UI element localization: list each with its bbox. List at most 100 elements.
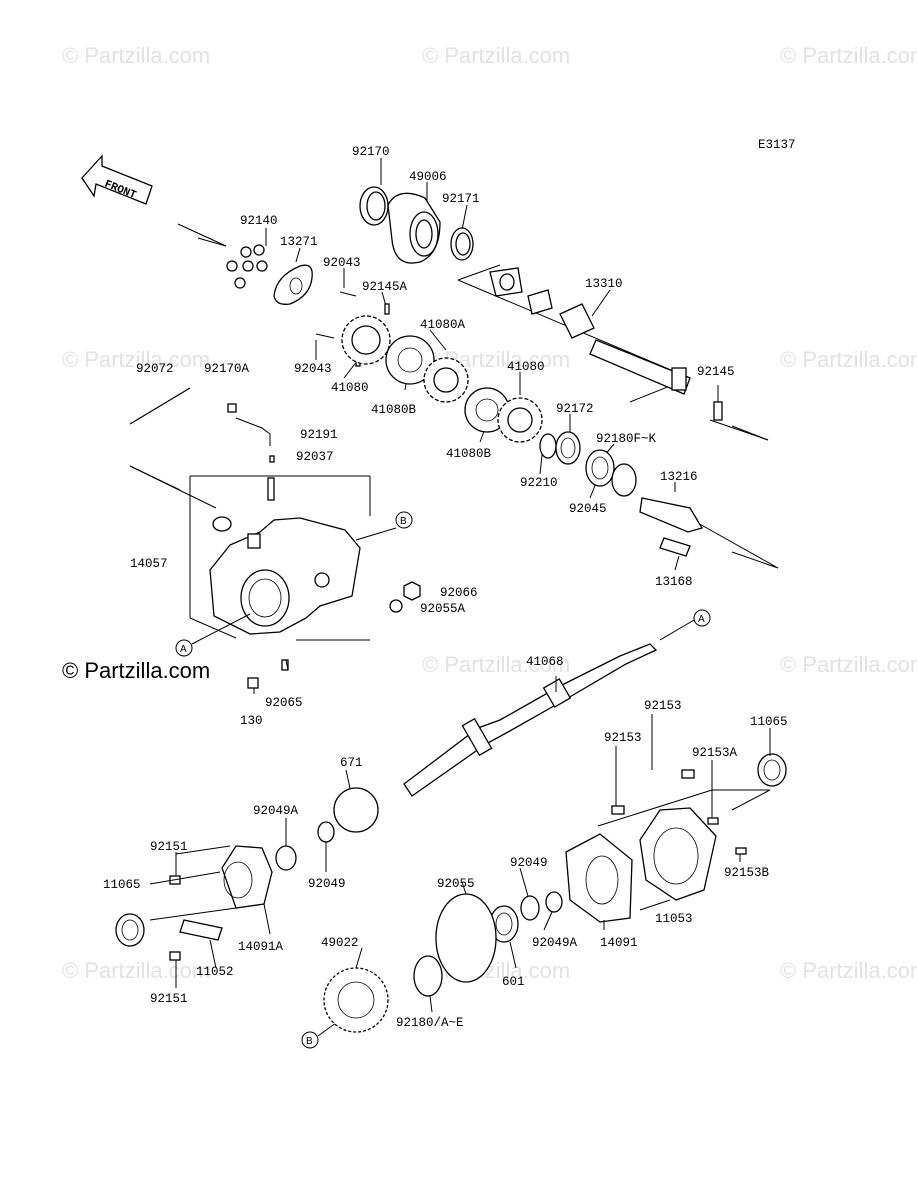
balls-92140 bbox=[226, 244, 268, 289]
bolt-92151 bbox=[169, 951, 181, 961]
part-label: 14057 bbox=[130, 557, 168, 571]
part-label: 92180F~K bbox=[596, 432, 657, 446]
tie-92072 bbox=[129, 387, 191, 425]
part-label: 92172 bbox=[556, 402, 594, 416]
stud-92037 bbox=[267, 477, 275, 501]
part-label: 92049 bbox=[510, 856, 548, 870]
ring-92210 bbox=[539, 433, 557, 459]
part-label: 14091 bbox=[600, 936, 638, 950]
part-label: 92140 bbox=[240, 214, 278, 228]
part-label: 41080B bbox=[446, 447, 492, 461]
part-label: 92049A bbox=[532, 936, 578, 950]
spacer-92172 bbox=[555, 431, 581, 465]
seal-11065 bbox=[757, 753, 787, 787]
part-label: 92055A bbox=[420, 602, 466, 616]
watermark: © Partzilla.com bbox=[422, 652, 570, 677]
watermark: © Partzilla.com bbox=[780, 958, 917, 983]
part-label: 92066 bbox=[440, 586, 478, 600]
shaft-13310 bbox=[489, 267, 691, 395]
part-label: 92065 bbox=[265, 696, 303, 710]
part-label: 92072 bbox=[136, 362, 174, 376]
part-label: 92153A bbox=[692, 746, 738, 760]
brand-logo-text: © Partzilla.com bbox=[62, 658, 210, 683]
bolt-92153A bbox=[707, 817, 719, 825]
bolt-92153 bbox=[611, 805, 625, 815]
housing-14091 bbox=[565, 833, 633, 923]
seal-92049A bbox=[275, 845, 297, 871]
part-label: 13310 bbox=[585, 277, 623, 291]
watermark: © Partzilla.com bbox=[422, 43, 570, 68]
seal-11065 bbox=[115, 913, 145, 947]
part-label: 92180/A~E bbox=[396, 1016, 464, 1030]
callouts: B A A B bbox=[175, 511, 711, 1049]
part-label: 92043 bbox=[323, 256, 361, 270]
bolt-92153 bbox=[681, 769, 695, 779]
part-label: 13271 bbox=[280, 235, 318, 249]
callout-a bbox=[693, 609, 711, 627]
nut-92066 bbox=[403, 581, 421, 601]
part-label: 13216 bbox=[660, 470, 698, 484]
watermark: © Partzilla.com bbox=[780, 347, 917, 372]
oring-92055 bbox=[435, 893, 497, 983]
part-label: 13168 bbox=[655, 575, 693, 589]
seal-92049 bbox=[520, 895, 540, 921]
pin-13168 bbox=[659, 537, 691, 557]
callout-label: B bbox=[400, 516, 407, 527]
boot-assembly bbox=[359, 186, 474, 264]
watermark: © Partzilla.com bbox=[62, 43, 210, 68]
callout-b bbox=[395, 511, 413, 529]
part-label: 41080B bbox=[371, 403, 417, 417]
part-label: 41068 bbox=[526, 655, 564, 669]
shim-92180AE bbox=[413, 955, 443, 997]
part-label: 92049A bbox=[253, 804, 299, 818]
part-label: 92037 bbox=[296, 450, 334, 464]
part-label: 92055 bbox=[437, 877, 475, 891]
callout-label: A bbox=[180, 644, 187, 655]
clutch-plates bbox=[341, 315, 543, 443]
cover-11053 bbox=[639, 807, 717, 901]
watermark: © Partzilla.com bbox=[62, 958, 210, 983]
part-label: 92171 bbox=[442, 192, 480, 206]
part-label: 14091A bbox=[238, 940, 284, 954]
part-label: 92170A bbox=[204, 362, 250, 376]
part-label: 92151 bbox=[150, 840, 188, 854]
part-label: 130 bbox=[240, 714, 263, 728]
part-label: 49006 bbox=[409, 170, 447, 184]
callout-a bbox=[175, 639, 193, 657]
bearing-92045 bbox=[585, 449, 615, 487]
oring-671 bbox=[333, 787, 379, 833]
part-label: 92210 bbox=[520, 476, 558, 490]
diagram-code: E3137 bbox=[758, 138, 796, 152]
leader-lines-lower bbox=[149, 659, 771, 1013]
pinion-13216 bbox=[639, 497, 703, 533]
part-label: 92153B bbox=[724, 866, 770, 880]
plug-92170A bbox=[212, 516, 232, 532]
part-label: 92153 bbox=[644, 699, 682, 713]
part-label: 671 bbox=[340, 756, 363, 770]
part-label: 92170 bbox=[352, 145, 390, 159]
part-label: 92153 bbox=[604, 731, 642, 745]
housing-bracket-lines bbox=[129, 465, 371, 641]
shim-92180FK bbox=[611, 463, 637, 497]
plate-13271 bbox=[273, 264, 313, 305]
watermark: © Partzilla.com bbox=[62, 347, 210, 372]
callout-label: B bbox=[306, 1036, 313, 1047]
watermark: © Partzilla.com bbox=[780, 43, 917, 68]
ring-gear-49022 bbox=[323, 967, 389, 1033]
housing-14057 bbox=[209, 516, 361, 635]
part-label: 11065 bbox=[750, 715, 788, 729]
part-label: 601 bbox=[502, 975, 525, 989]
part-label: 41080A bbox=[420, 318, 466, 332]
part-label: 92043 bbox=[294, 362, 332, 376]
part-label: 92145 bbox=[697, 365, 735, 379]
washer-92055A bbox=[389, 599, 403, 613]
part-label: 92191 bbox=[300, 428, 338, 442]
part-label: 49022 bbox=[321, 936, 359, 950]
part-label: 92049 bbox=[308, 877, 346, 891]
part-label: 11053 bbox=[655, 912, 693, 926]
part-label: 11052 bbox=[196, 965, 234, 979]
ring-92049A bbox=[545, 891, 563, 913]
part-label: 41080 bbox=[331, 381, 369, 395]
bracket-11052 bbox=[179, 919, 223, 941]
